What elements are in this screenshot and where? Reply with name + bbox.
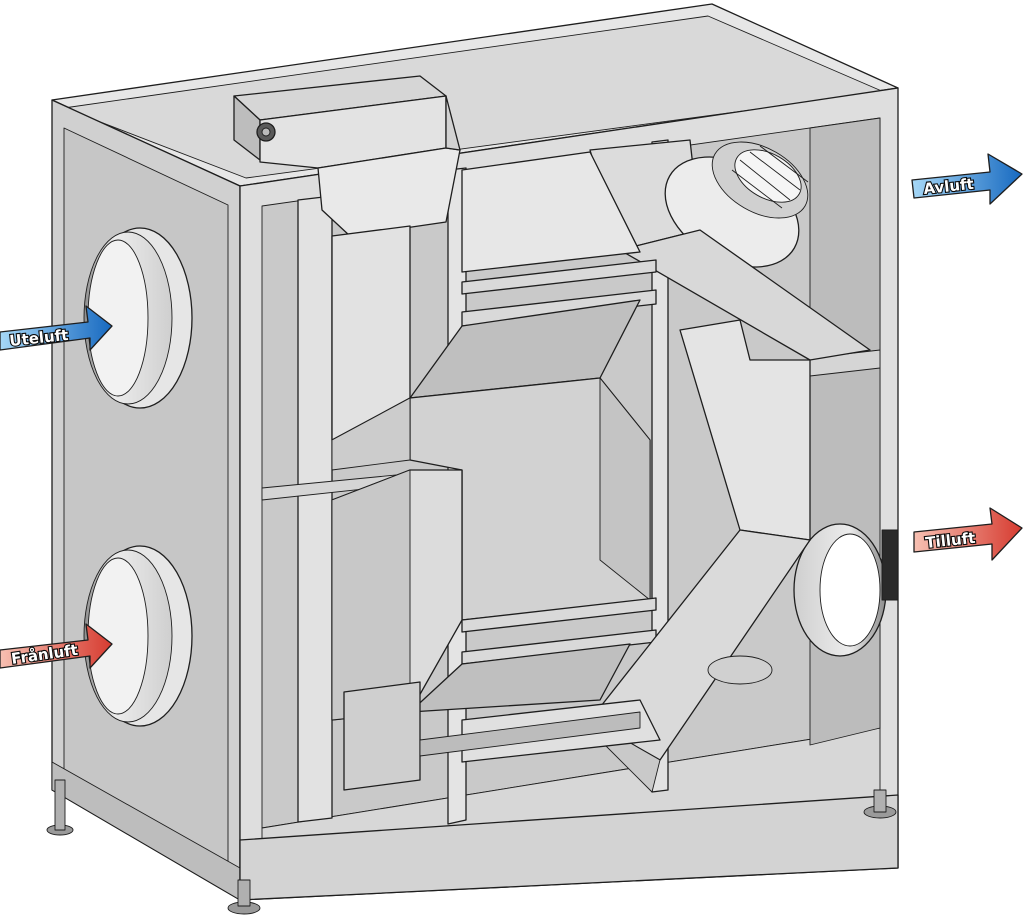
extract-air-arrow-icon	[0, 623, 113, 669]
outdoor-air-arrow-icon	[0, 305, 113, 351]
outdoor-air-duct-connection	[83, 227, 193, 409]
extract-air-duct-connection	[83, 545, 193, 727]
supply-duct	[589, 319, 811, 793]
supply-fan	[707, 655, 773, 685]
exhaust-air-arrow-icon	[911, 153, 1023, 205]
heat-exchanger-icon	[409, 151, 657, 713]
supply-air-duct-connection	[793, 523, 899, 657]
fan-icon	[731, 145, 809, 209]
tilluft-label: Tilluft	[925, 529, 977, 552]
exhaust-fan	[589, 139, 871, 361]
unit-feet	[46, 779, 897, 915]
tilluft-arrow: Tilluft	[913, 507, 1023, 561]
drip-tray	[343, 681, 661, 791]
avluft-arrow: Avluft	[911, 153, 1023, 205]
supply-air-arrow-icon	[913, 507, 1023, 561]
control-box	[233, 75, 461, 237]
avluft-label: Avluft	[923, 175, 975, 198]
